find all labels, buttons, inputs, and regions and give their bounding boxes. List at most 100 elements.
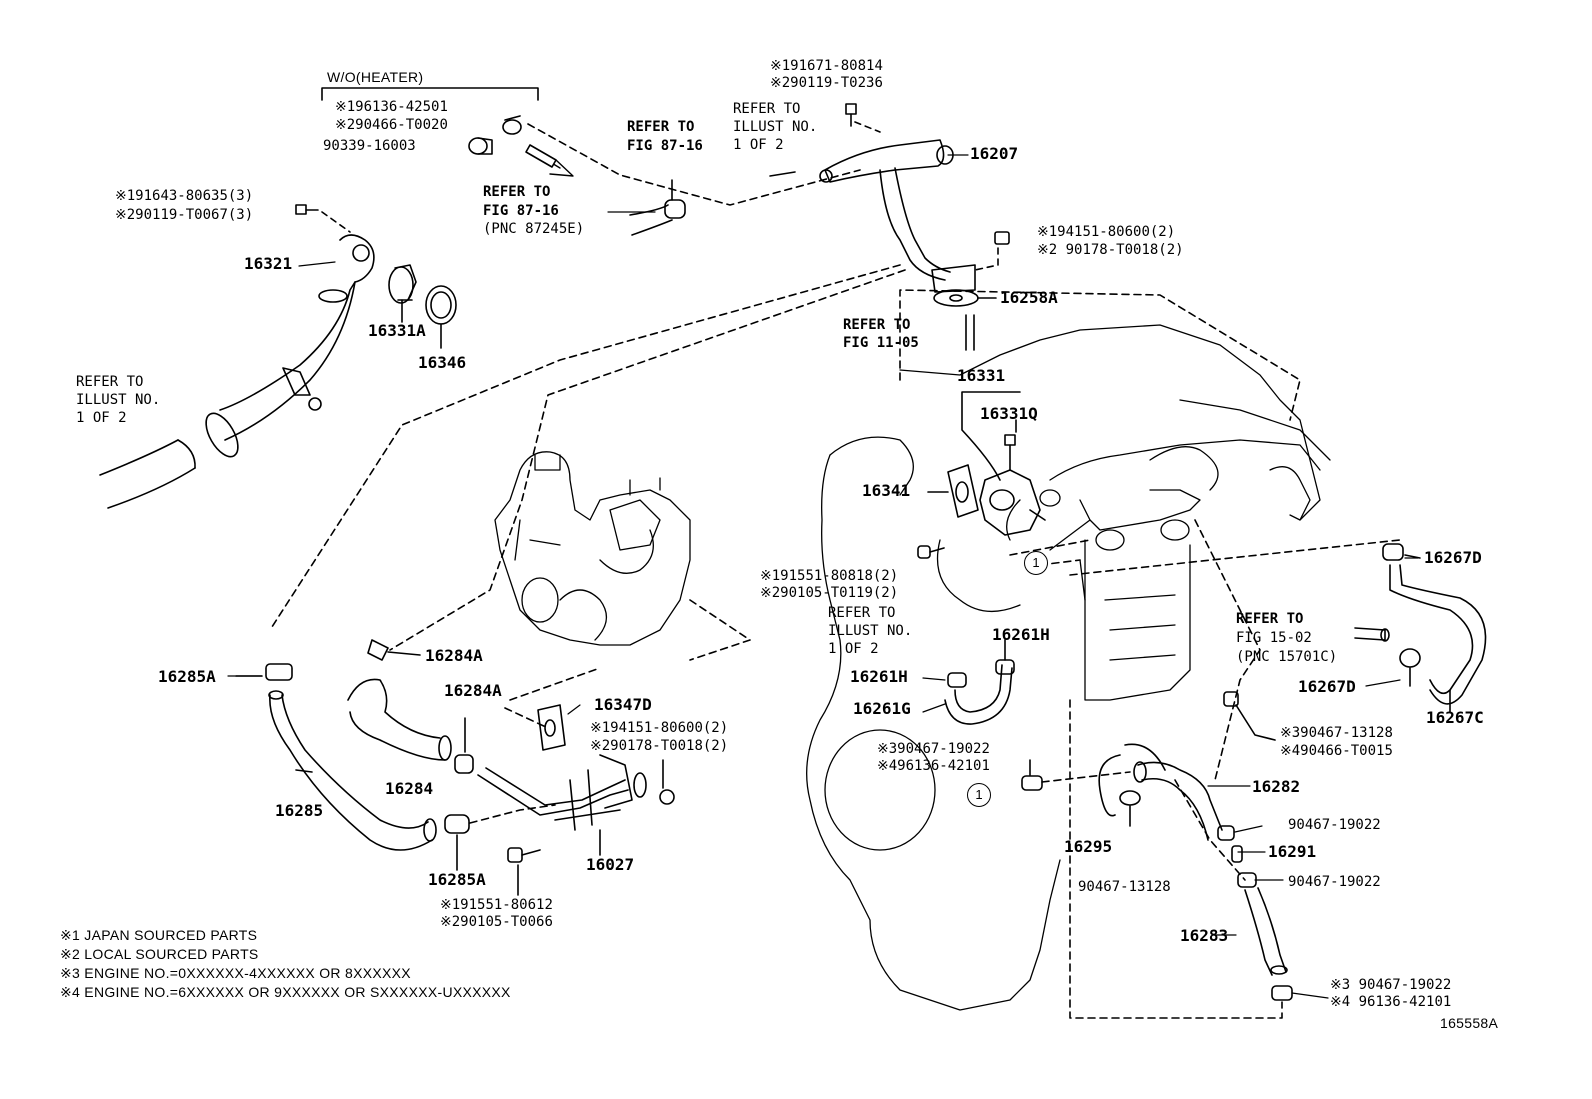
label-16267D-top: 16267D [1424,548,1482,567]
ref-5c: 1 OF 2 [76,410,127,426]
clamp-16283-bottom [1271,985,1293,1001]
label-16284A: 16284A [444,681,502,700]
hose-16285 [268,690,437,851]
bolt-191551-80818 [917,545,945,559]
thermostat-16331A [388,264,417,304]
label-16261H-b: 16261H [992,625,1050,644]
part-number-a2: ※290466-T0020 [335,117,448,133]
note-4: ※4 ENGINE NO.=6XXXXXX OR 9XXXXXX OR SXXX… [60,984,511,1000]
housing-16331 [979,469,1046,536]
clamp-16261H-a [947,672,967,688]
part-number-d1: ※194151-80600(2) [1037,224,1176,240]
part-number-j2: ※4 96136-42101 [1330,994,1452,1010]
label-16285A-top: 16285A [158,667,216,686]
bolt-191671 [845,103,857,127]
clamp-87-16 [664,199,686,219]
label-16027: 16027 [586,855,635,874]
part-number-h1: ※390467-13128 [1280,725,1393,741]
label-16295: 16295 [1064,837,1113,856]
label-16258A: 16258A [1000,288,1058,307]
dashed-link-main [269,264,901,631]
label-16284: 16284 [385,779,434,798]
note-3: ※3 ENGINE NO.=0XXXXXX-4XXXXXX OR 8XXXXXX [60,965,411,981]
label-16346: 16346 [418,353,467,372]
gasket-16341 [947,464,979,518]
ref-1a: REFER TO [627,119,695,135]
part-number-f2: ※290178-T0018(2) [590,738,729,754]
ref-4b: FIG 11-05 [843,335,919,351]
part-number-i1: 90467-19022 [1288,817,1381,833]
label-16267D-mid: 16267D [1298,677,1356,696]
hose-16261G [944,664,1013,725]
label-16321: 16321 [244,254,293,273]
figure-number: 165558A [1440,1015,1499,1031]
part-number-i3: 90467-19022 [1288,874,1381,890]
label-16331A: 16331A [368,321,426,340]
pipe-16027 [477,754,647,831]
plug-90339 [468,137,493,155]
ref-2a: REFER TO [733,101,801,117]
ref-5a: REFER TO [76,374,144,390]
pipe-16321 [205,234,375,458]
ref-3c: (PNC 87245E) [483,221,585,237]
part-number-e1: ※191551-80818(2) [760,568,899,584]
label-16267C: 16267C [1426,708,1484,727]
hose-16267C [1389,564,1487,705]
sensor-16331Q [1004,434,1016,471]
ref-7a: REFER TO [1236,611,1304,627]
label-16283: 16283 [1180,926,1229,945]
part-number-b1: ※191643-80635(3) [115,188,254,204]
note-1: ※1 JAPAN SOURCED PARTS [60,927,258,943]
part-number-k1: ※191551-80612 [440,897,553,913]
hose-16283 [1244,887,1288,976]
clamp-16267D-mid [1399,648,1421,668]
circle-marker-upper: 1 [1024,551,1048,575]
hose-16284 [347,678,452,761]
hose-16295 [1098,743,1166,817]
label-16331: 16331 [957,366,1006,385]
ref-4a: REFER TO [843,317,911,333]
hose-left [99,439,196,509]
bolt-191643 [295,204,319,215]
ref-6a: REFER TO [828,605,896,621]
ref-7c: (PNC 15701C) [1236,649,1338,665]
label-16347D: 16347D [594,695,652,714]
part-number-i2: 90467-13128 [1078,879,1171,895]
hose-87-16 [629,204,673,236]
gasket-16258A [933,289,979,307]
clamp-16285A-top [265,663,293,681]
part-number-g1: ※390467-19022 [877,741,990,757]
ref-3a: REFER TO [483,184,551,200]
ref-3b: FIG 87-16 [483,203,559,219]
engine-outline-dashed [899,289,1301,421]
label-16282: 16282 [1252,777,1301,796]
label-16207: 16207 [970,144,1019,163]
ref-2b: ILLUST NO. [733,119,818,135]
ref-5b: ILLUST NO. [76,392,161,408]
engine-block [806,324,1331,1011]
ref-6c: 1 OF 2 [828,641,879,657]
clamp-90467-19022-a [1217,825,1235,841]
hose-16282 [1133,761,1223,841]
ref-1b: FIG 87-16 [627,138,703,154]
heater-bracket [321,87,539,101]
wo-heater-label: W/O(HEATER) [327,69,424,85]
clip-390467-19022 [1021,775,1043,791]
part-number-h2: ※490466-T0015 [1280,743,1393,759]
ref-6b: ILLUST NO. [828,623,913,639]
part-number-k2: ※290105-T0066 [440,914,553,930]
dashed-link-heater [527,123,861,206]
label-16341: 16341 [862,481,911,500]
clamp-16285A-bottom [444,814,470,834]
note-2: ※2 LOCAL SOURCED PARTS [60,946,259,962]
turbo-assembly [494,451,691,646]
ref-2c: 1 OF 2 [733,137,784,153]
part-number-f1: ※194151-80600(2) [590,720,729,736]
circle-marker-lower: 1 [967,783,991,807]
label-16291: 16291 [1268,842,1317,861]
part-number-b2: ※290119-T0067(3) [115,207,254,223]
part-number-j1: ※3 90467-19022 [1330,977,1452,993]
label-16261H-a: 16261H [850,667,908,686]
part-number-c1: ※191671-80814 [770,58,883,74]
nut-194151-left [659,789,675,805]
